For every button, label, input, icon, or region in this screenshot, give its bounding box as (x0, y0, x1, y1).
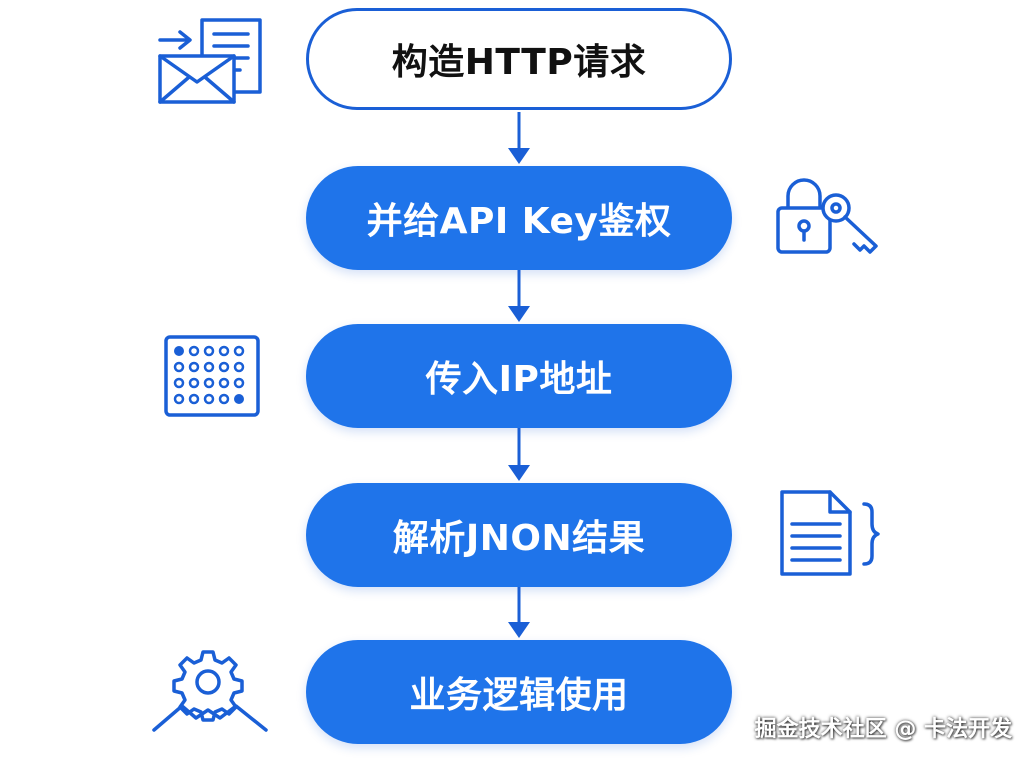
watermark: 掘金技术社区 @ 卡法开发 (754, 717, 1012, 742)
step-parse-result: 解析JNON结果 (306, 483, 732, 587)
arrow-down (508, 587, 530, 638)
dot-grid-icon (164, 335, 260, 417)
arrow-down (508, 270, 530, 322)
mail-document-icon (158, 18, 262, 104)
step-api-key-auth: 并给API Key鉴权 (306, 166, 732, 270)
step-build-http-request: 构造HTTP请求 (306, 8, 732, 110)
arrow-down (508, 428, 530, 481)
step-pass-ip-address: 传入IP地址 (306, 324, 732, 428)
document-brace-icon (780, 490, 880, 576)
arrow-down (508, 112, 530, 164)
step-business-logic: 业务逻辑使用 (306, 640, 732, 744)
lock-key-icon (776, 178, 878, 254)
gear-icon (152, 650, 268, 732)
